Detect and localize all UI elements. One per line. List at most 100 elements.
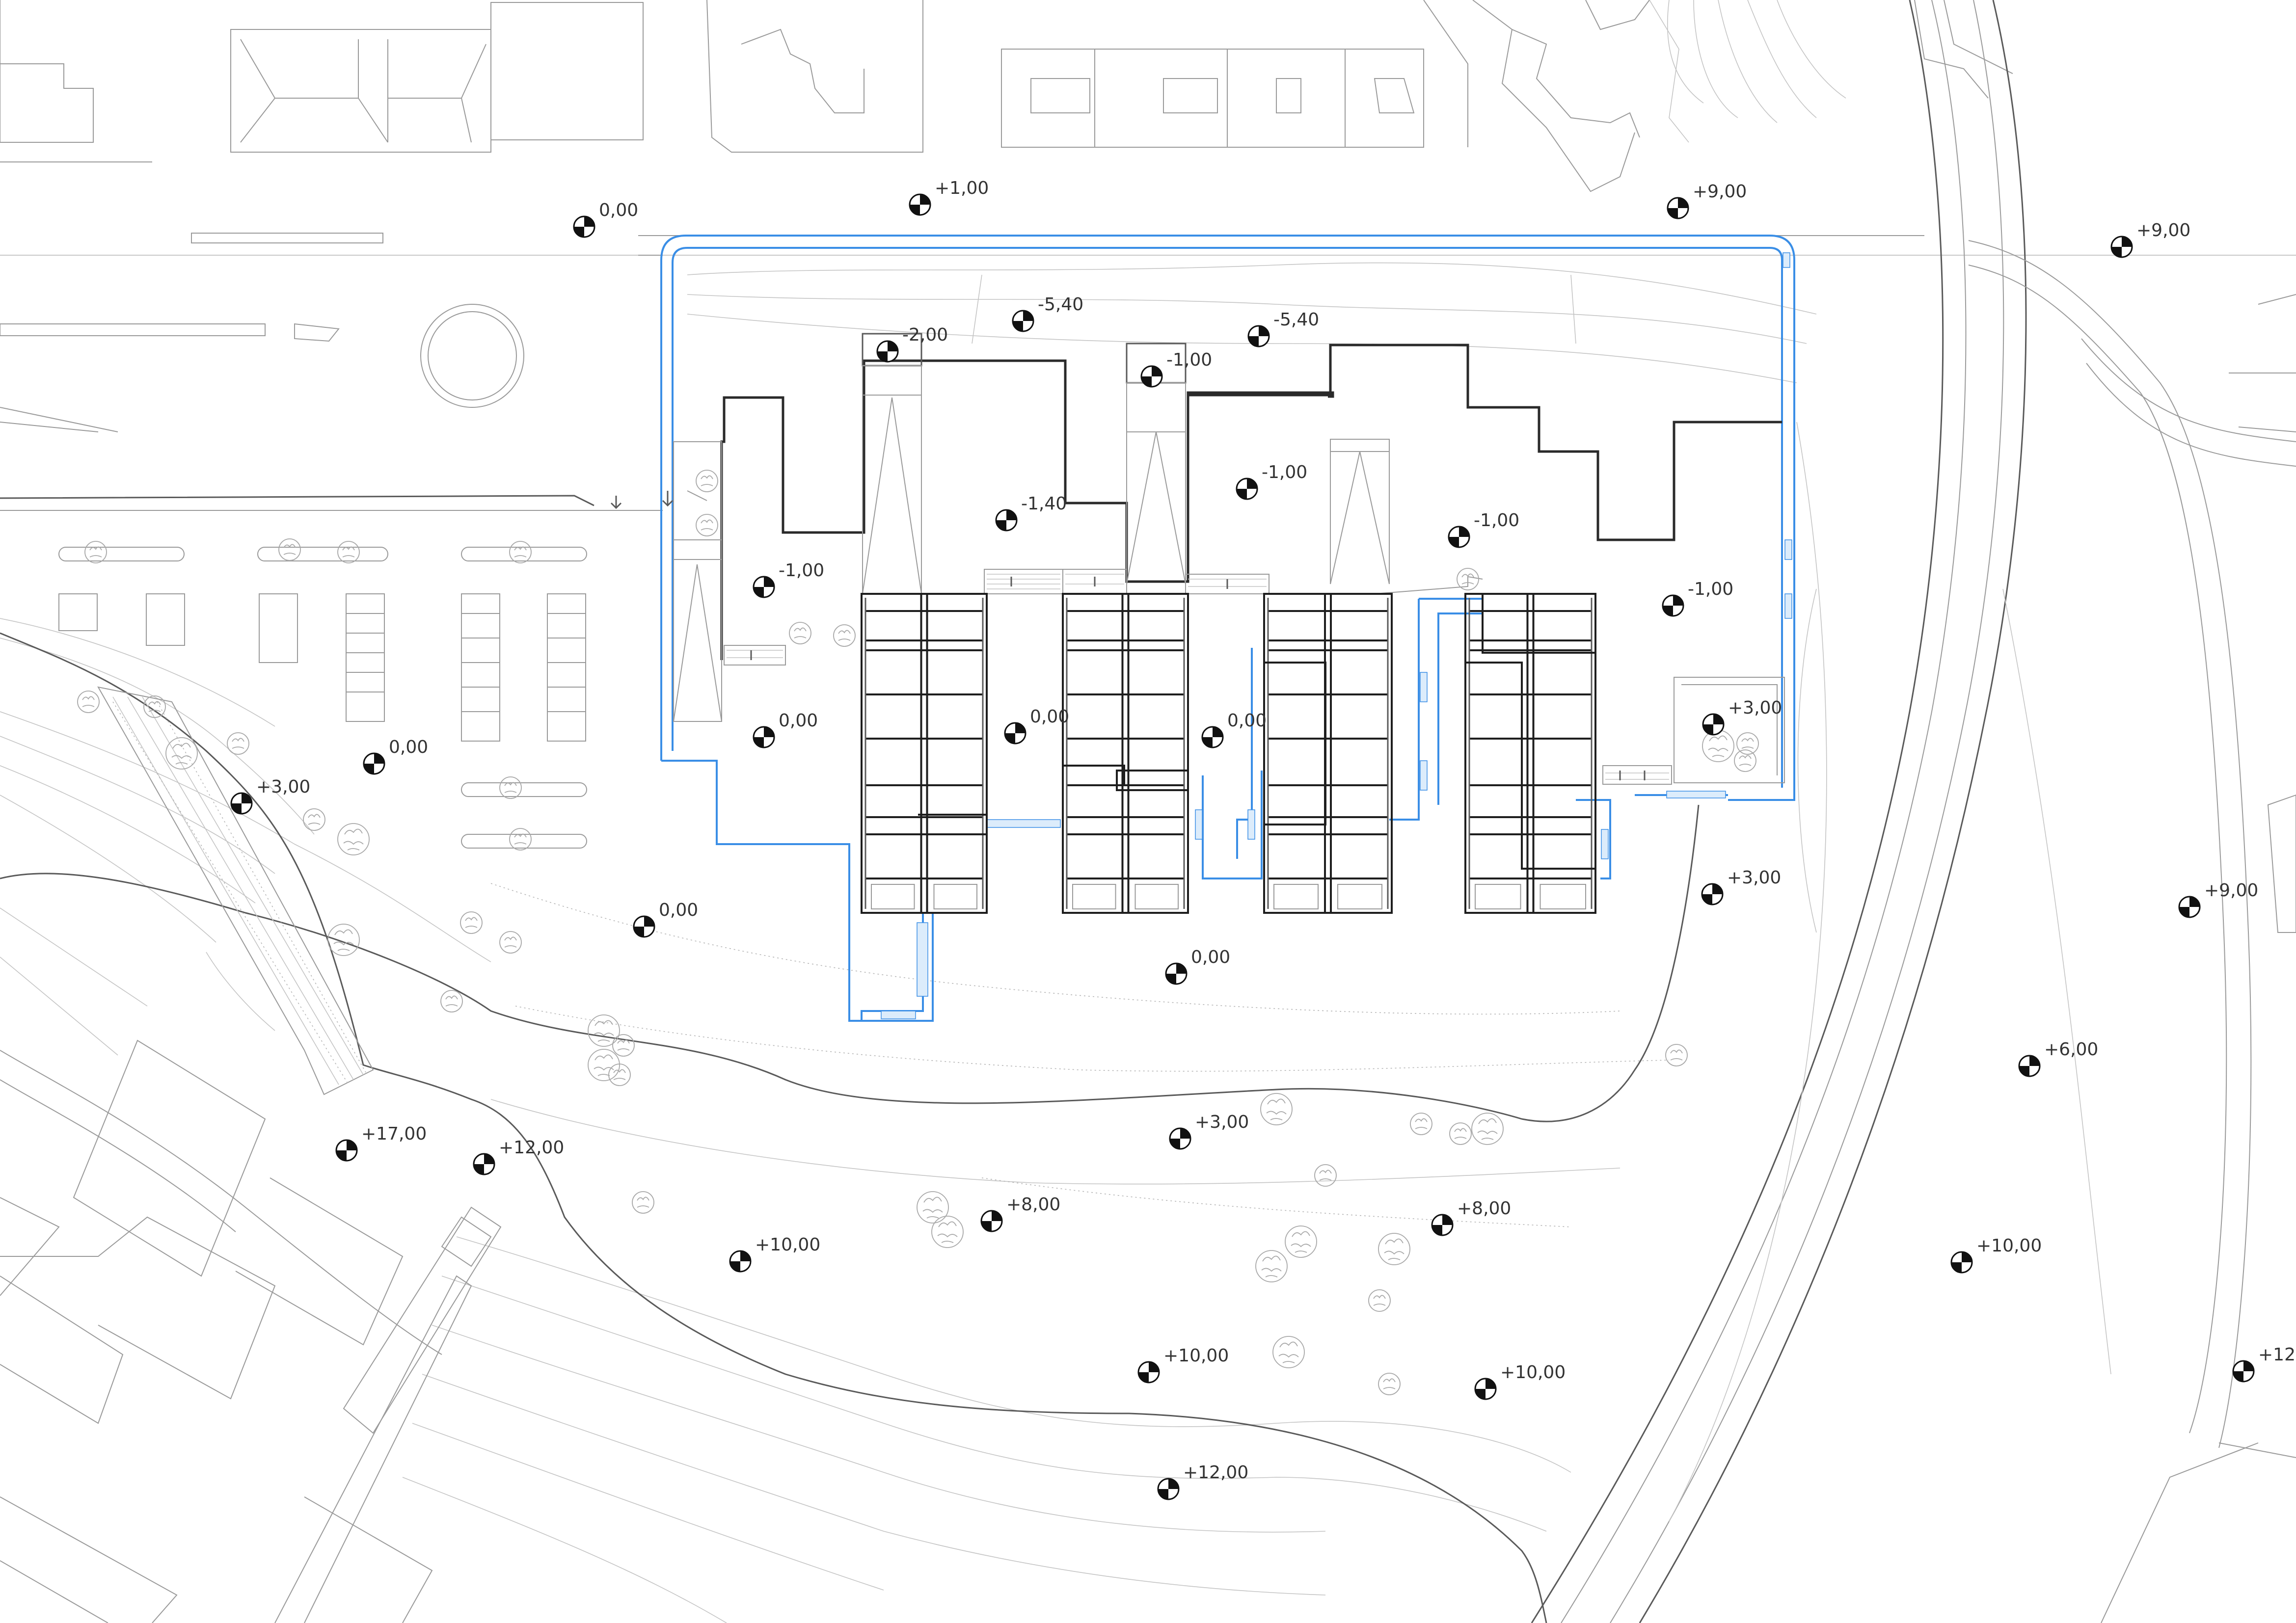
level-symbol-icon (1236, 478, 1258, 500)
housing-block (1263, 593, 1393, 914)
level-label: 0,00 (1191, 947, 1230, 967)
level-label: -1,00 (779, 560, 824, 581)
level-label: -5,40 (1273, 310, 1319, 330)
level-label: +10,00 (1163, 1346, 1229, 1366)
level-marker: +3,00 (1701, 868, 1781, 905)
level-symbol-icon (753, 726, 775, 748)
building-outline (720, 344, 1782, 660)
housing-block (1464, 593, 1596, 914)
level-marker: -1,00 (1236, 462, 1307, 500)
level-label: 0,00 (1030, 707, 1069, 727)
level-label: +12, (2258, 1345, 2296, 1365)
level-symbol-icon (2178, 896, 2201, 918)
level-label: +17,00 (361, 1124, 427, 1144)
level-label: 0,00 (389, 737, 428, 757)
level-symbol-icon (1157, 1478, 1180, 1500)
level-marker: -1,40 (995, 494, 1067, 532)
level-symbol-icon (1201, 726, 1224, 748)
housing-blocks (861, 593, 1596, 914)
level-symbol-icon (1137, 1361, 1160, 1384)
level-marker: +10,00 (1474, 1362, 1566, 1400)
level-label: -1,00 (1474, 510, 1519, 531)
level-marker: +3,00 (1169, 1112, 1249, 1150)
level-symbol-icon (363, 752, 385, 775)
level-marker: +10,00 (1137, 1346, 1229, 1384)
level-symbol-icon (230, 792, 253, 815)
level-marker: 0,00 (753, 711, 818, 748)
block-outline-detail (918, 814, 988, 835)
ground-profile-and-ramp (0, 632, 1700, 1623)
level-marker: +10,00 (729, 1235, 820, 1273)
level-symbol-icon (335, 1139, 358, 1162)
block-outline-detail (1482, 594, 1595, 654)
level-marker: 0,00 (1201, 711, 1267, 748)
level-label: +10,00 (1976, 1236, 2042, 1256)
block-outline-detail (1264, 662, 1326, 825)
level-marker: +9,00 (2178, 880, 2258, 918)
level-marker: 0,00 (1004, 707, 1069, 745)
level-label: -1,40 (1021, 494, 1067, 514)
level-marker: +12,00 (1157, 1463, 1248, 1500)
level-marker: -1,00 (1140, 350, 1212, 388)
level-label: +9,00 (2204, 880, 2258, 901)
level-label: +8,00 (1457, 1198, 1511, 1219)
level-marker: -5,40 (1247, 310, 1319, 347)
level-symbol-icon (995, 509, 1018, 532)
level-symbol-icon (753, 576, 775, 598)
level-marker: -1,00 (1662, 579, 1733, 617)
level-marker: +9,00 (1667, 182, 1747, 219)
level-label: 0,00 (1227, 711, 1267, 731)
level-label: -1,00 (1166, 350, 1212, 370)
level-symbol-icon (876, 340, 899, 363)
level-marker: +12, (2232, 1345, 2296, 1383)
level-symbol-icon (1431, 1214, 1454, 1236)
level-label: +12,00 (499, 1138, 564, 1158)
level-marker: 0,00 (363, 737, 428, 775)
level-marker: -2,00 (876, 325, 948, 363)
level-symbol-icon (729, 1250, 752, 1273)
level-label: +10,00 (1500, 1362, 1566, 1383)
level-symbol-icon (1169, 1127, 1191, 1150)
boundary-path (660, 235, 1795, 1022)
level-symbol-icon (1140, 365, 1163, 388)
steps (724, 569, 1672, 785)
level-marker: +1,00 (909, 178, 989, 216)
block-outline-detail (1465, 662, 1595, 870)
level-symbol-icon (909, 193, 931, 216)
context-buildings (0, 0, 2296, 933)
level-label: 0,00 (779, 711, 818, 731)
level-marker: +12,00 (473, 1138, 564, 1175)
level-marker: 0,00 (633, 900, 698, 938)
highway (1531, 0, 2296, 1623)
level-label: 0,00 (599, 200, 638, 220)
parking-rows (58, 547, 587, 849)
level-symbol-icon (2018, 1055, 2041, 1077)
housing-block (1062, 593, 1189, 914)
level-symbol-icon (473, 1153, 495, 1175)
level-marker: +10,00 (1950, 1236, 2042, 1274)
level-symbol-icon (1662, 594, 1684, 617)
level-label: 0,00 (659, 900, 698, 920)
level-marker: +8,00 (980, 1195, 1060, 1232)
level-symbol-icon (1448, 526, 1470, 548)
level-label: +10,00 (755, 1235, 820, 1255)
plaza-and-streets (0, 233, 2296, 849)
level-symbol-icon (1667, 197, 1689, 219)
level-label: +9,00 (1693, 182, 1747, 202)
level-symbol-icon (1247, 325, 1270, 347)
level-marker: +3,00 (230, 777, 310, 815)
level-symbol-icon (980, 1210, 1003, 1232)
block-outline-detail (1116, 770, 1189, 791)
level-symbol-icon (2110, 236, 2133, 258)
level-symbol-icon (2232, 1360, 2255, 1383)
level-marker: +17,00 (335, 1124, 427, 1162)
level-symbol-icon (1950, 1251, 1973, 1274)
level-marker: +9,00 (2110, 220, 2190, 258)
level-marker: +8,00 (1431, 1198, 1511, 1236)
level-label: +1,00 (935, 178, 989, 198)
level-label: -2,00 (902, 325, 948, 345)
level-marker: 0,00 (573, 200, 638, 238)
level-symbol-icon (633, 915, 655, 938)
level-label: +9,00 (2136, 220, 2190, 240)
